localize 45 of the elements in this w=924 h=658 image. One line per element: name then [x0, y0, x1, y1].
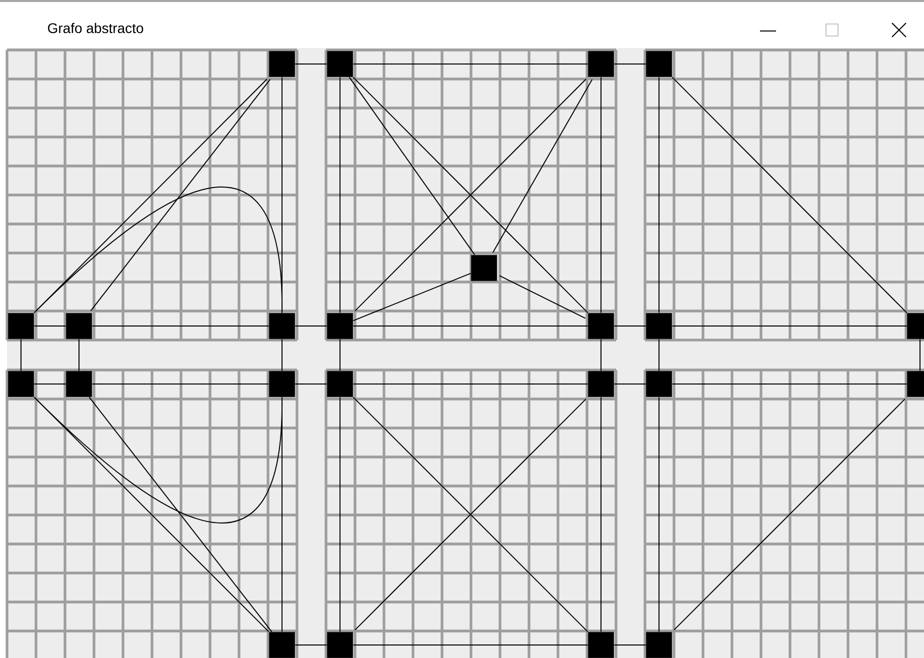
curved-edge [34, 396, 282, 524]
graph-edge [674, 398, 906, 630]
graph-edge [672, 76, 908, 314]
graph-node [906, 312, 924, 340]
graph-edge [294, 644, 328, 646]
graph-edge [658, 396, 660, 632]
graph-node [326, 370, 354, 398]
graph-edge [90, 78, 271, 312]
graph-edge [78, 338, 80, 372]
graph-node [66, 312, 92, 340]
graph-edge [492, 79, 593, 253]
graph-node [268, 370, 296, 398]
curved-edge [34, 186, 282, 314]
graph-edge [352, 644, 588, 646]
graph-node [588, 632, 614, 658]
graph-edge [499, 275, 586, 319]
graph-node [588, 312, 614, 340]
graph-edge [658, 76, 660, 314]
graph-node [588, 370, 614, 398]
graph-node [326, 50, 354, 78]
graph-node [66, 370, 92, 398]
graph-edge [348, 76, 476, 256]
graph-node [8, 312, 34, 340]
window-title: Grafo abstracto [48, 22, 144, 34]
graph-edge [658, 338, 660, 372]
graph-node [268, 312, 296, 340]
graph-node [646, 50, 672, 78]
graph-node [646, 370, 672, 398]
graph-edge [352, 272, 472, 322]
graph-edge [600, 396, 602, 632]
graph-edge [614, 644, 646, 646]
graph-node [268, 50, 296, 78]
graph-node [646, 312, 672, 340]
graph-node [646, 632, 672, 658]
graph-node [470, 254, 498, 282]
graph-edge [600, 76, 602, 314]
graph-node [906, 370, 924, 398]
graph-node [326, 632, 354, 658]
graph-node [268, 632, 296, 658]
graph-node [326, 312, 354, 340]
graph-node [8, 370, 34, 398]
graph-edge [600, 338, 602, 372]
graph-edge [20, 338, 22, 372]
graph-edge [88, 396, 272, 632]
graph-node [588, 50, 614, 78]
